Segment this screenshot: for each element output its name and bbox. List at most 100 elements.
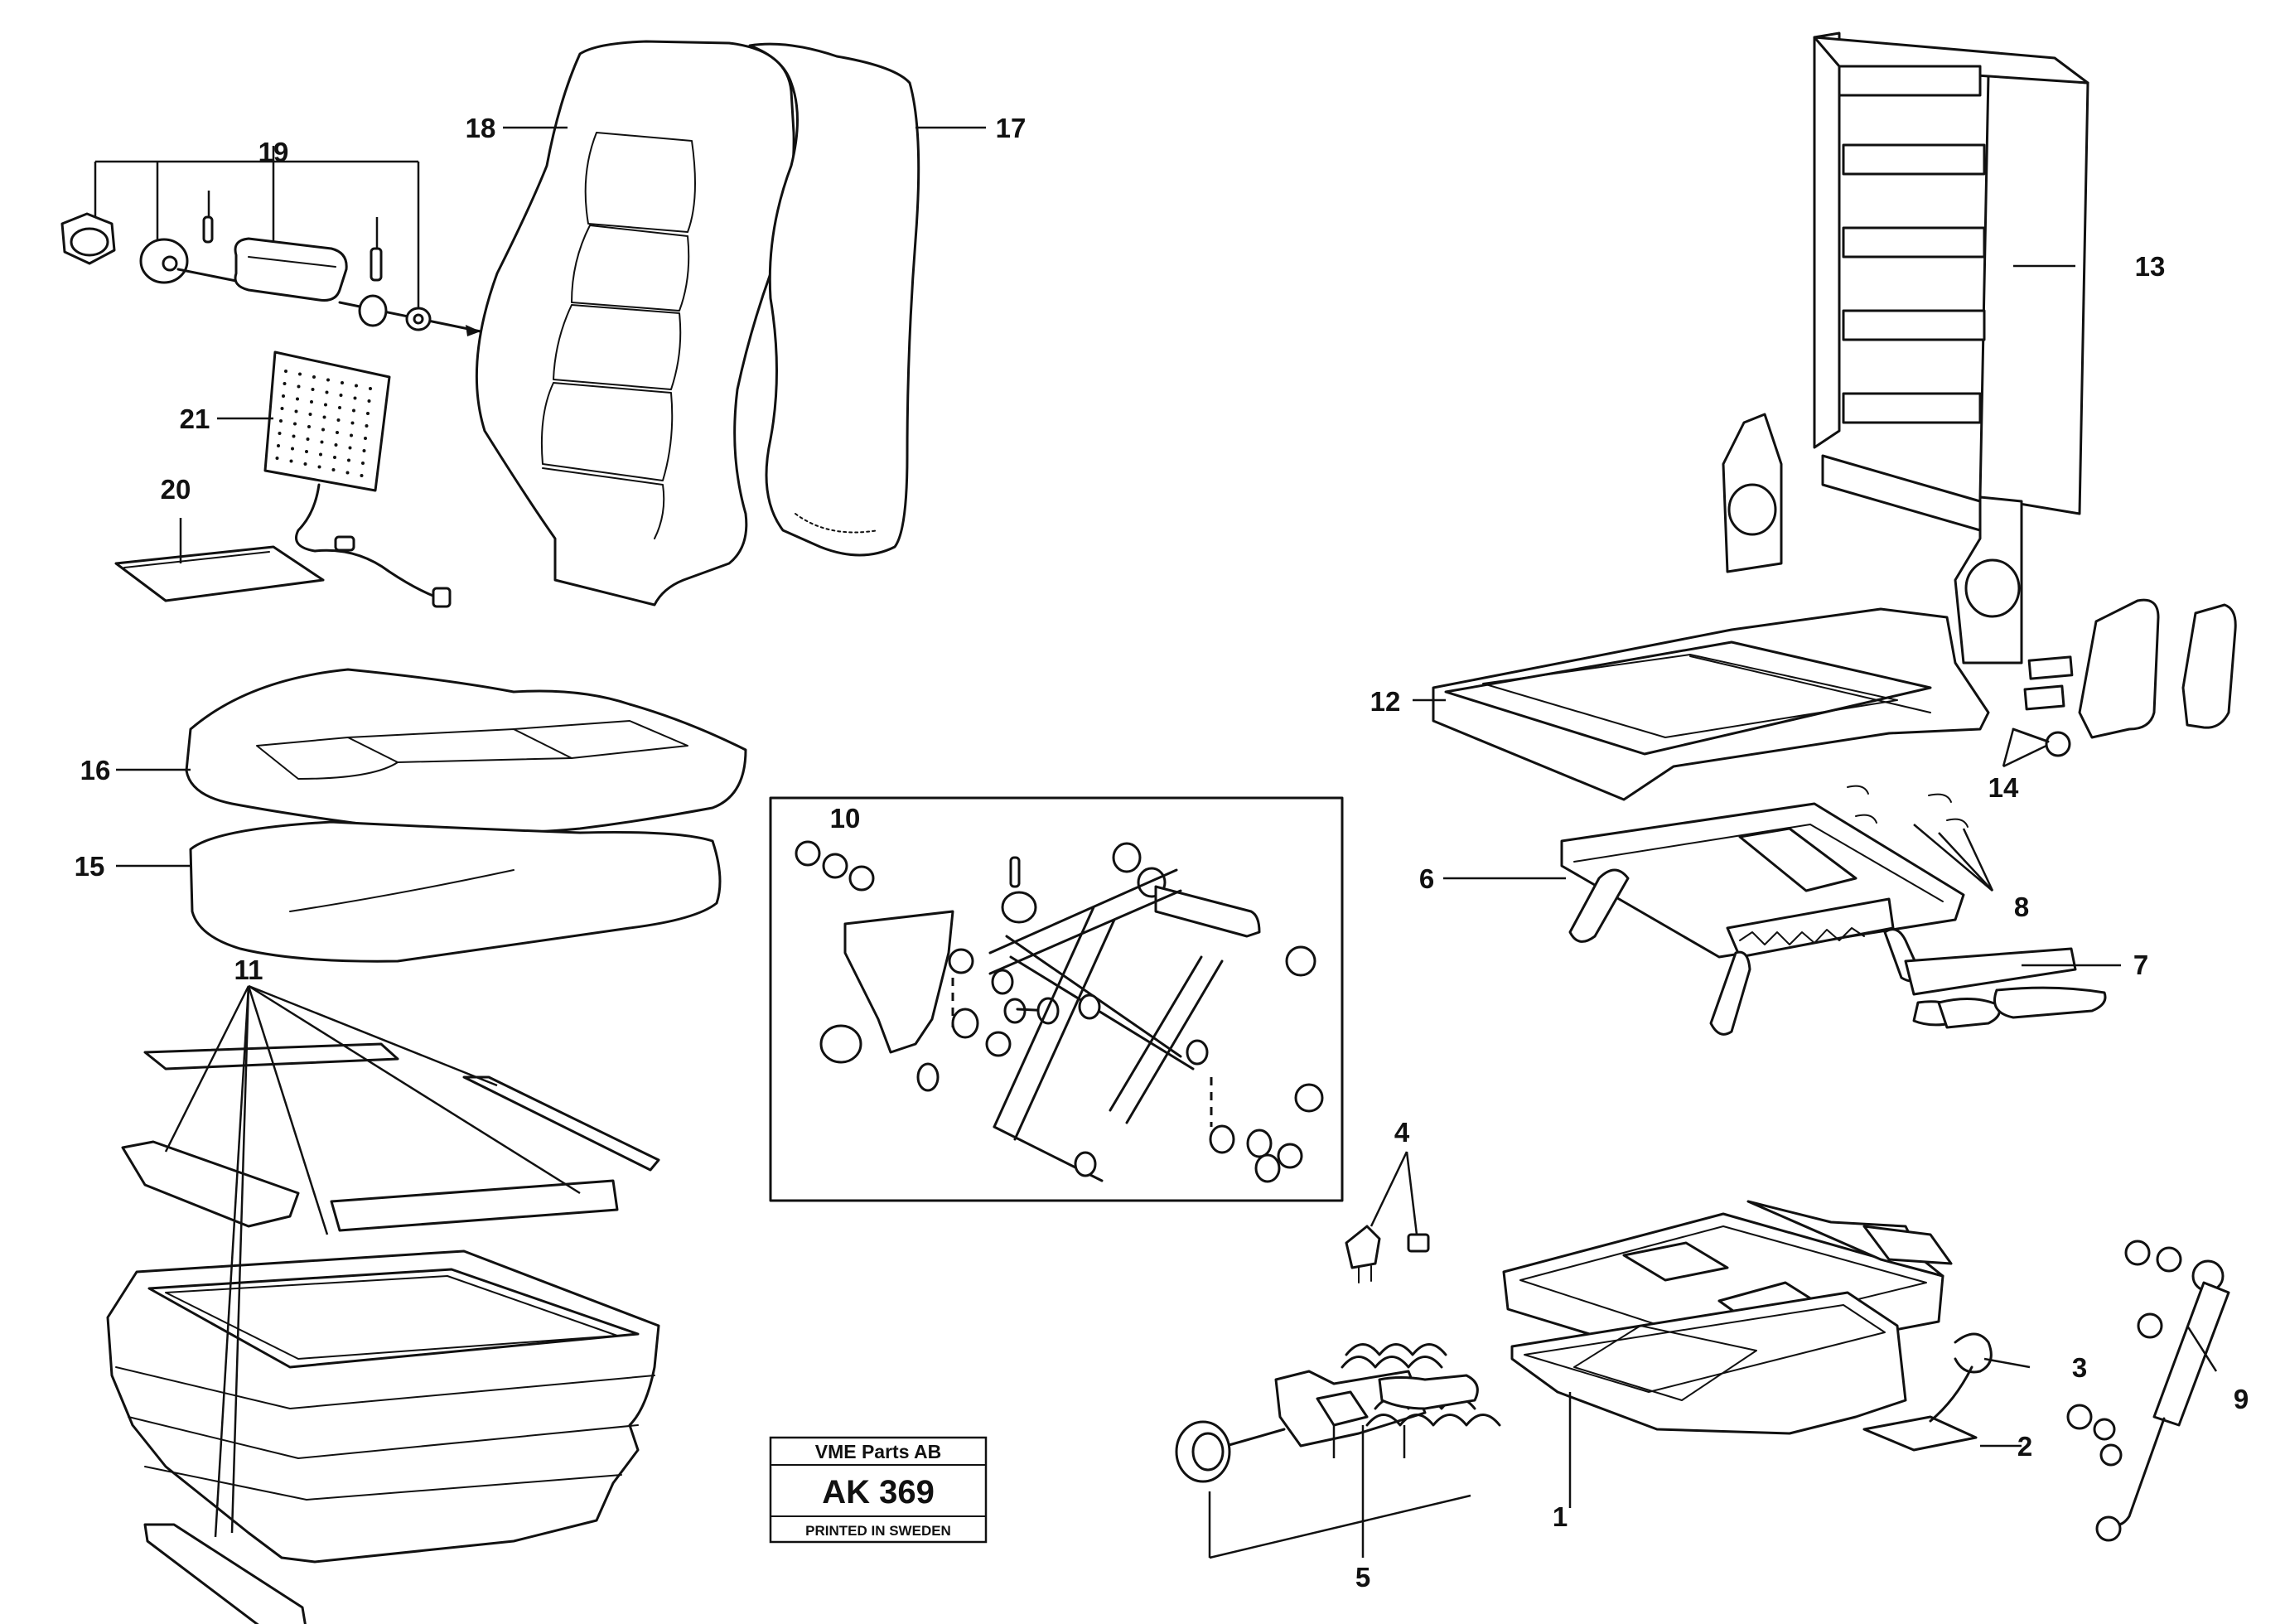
pad-dot — [282, 394, 285, 398]
callout-12: 12 — [1370, 686, 1401, 717]
backrest-cushion-17 — [748, 42, 920, 557]
pad-dot — [291, 447, 294, 451]
pad-dot — [294, 409, 298, 413]
pad-dot — [364, 437, 367, 440]
pad-dot — [306, 437, 310, 441]
pad-dot — [345, 471, 350, 475]
pad-dot — [355, 384, 358, 388]
pad-dot — [365, 424, 369, 428]
pad-dot — [325, 390, 329, 394]
armrest-hardware-19 — [60, 146, 482, 336]
pad-dot — [333, 456, 336, 459]
callout-15: 15 — [75, 851, 105, 882]
heating-element-20 — [114, 545, 325, 602]
callout-8: 8 — [2014, 892, 2029, 922]
callout-18: 18 — [466, 113, 496, 143]
pad-dot — [336, 431, 339, 434]
pad-dot — [326, 378, 330, 382]
callout-4: 4 — [1394, 1117, 1410, 1148]
pad-dot — [317, 465, 321, 469]
parts-stamp: VME Parts AB AK 369 PRINTED IN SWEDEN — [769, 1436, 988, 1544]
callout-16: 16 — [80, 755, 111, 785]
callout-3: 3 — [2072, 1352, 2087, 1383]
callout-21: 21 — [180, 404, 210, 434]
pad-dot — [283, 382, 287, 385]
pad-dot — [292, 434, 296, 438]
pad-dot — [311, 388, 315, 391]
pad-dot — [277, 444, 280, 447]
side-covers-14 — [2012, 598, 2237, 757]
callout-20: 20 — [161, 474, 191, 505]
heating-pad-21 — [263, 350, 452, 608]
pad-dot — [334, 443, 338, 447]
pad-dot — [321, 428, 325, 432]
slide-mechanism-6-7-8 — [1560, 785, 2107, 1036]
callout-labels: 1 2 3 4 5 6 7 8 9 10 11 12 13 14 15 16 1… — [75, 113, 2249, 1593]
pad-dot — [303, 462, 307, 466]
callout-2: 2 — [2017, 1431, 2032, 1462]
pad-dot — [284, 370, 287, 373]
pad-dot — [350, 433, 353, 437]
pad-dot — [336, 418, 341, 422]
shock-absorber-9 — [2066, 1240, 2230, 1542]
pad-dot — [348, 446, 352, 450]
seat-frame-12 — [1432, 607, 1990, 801]
callout-6: 6 — [1419, 863, 1434, 894]
callout-17: 17 — [996, 113, 1027, 143]
scissor-detail-10 — [769, 796, 1344, 1202]
bellows-assembly-11 — [106, 1042, 660, 1624]
callout-14: 14 — [1988, 772, 2019, 803]
callout-9: 9 — [2234, 1384, 2249, 1414]
pad-dot — [319, 452, 322, 457]
pad-dot — [296, 397, 299, 401]
stamp-printed: PRINTED IN SWEDEN — [805, 1523, 951, 1539]
pad-dot — [353, 396, 357, 400]
callout-5: 5 — [1355, 1562, 1370, 1593]
backrest-cushion-18 — [475, 40, 795, 607]
pad-dot — [279, 419, 283, 423]
pad-dot — [369, 387, 372, 390]
stamp-code: AK 369 — [822, 1474, 935, 1510]
pad-dot — [275, 457, 279, 460]
fittings-4 — [1345, 1225, 1430, 1283]
pad-dot — [280, 407, 284, 410]
pad-dot — [293, 422, 297, 426]
pad-dot — [324, 403, 327, 407]
callout-13: 13 — [2135, 251, 2166, 282]
callout-19: 19 — [258, 137, 289, 167]
pad-dot — [307, 425, 311, 428]
pad-dot — [367, 399, 371, 403]
callout-10: 10 — [830, 803, 861, 834]
pad-dot — [308, 413, 312, 416]
pad-dot — [360, 474, 364, 477]
callout-1: 1 — [1553, 1501, 1568, 1532]
pad-dot — [366, 412, 370, 415]
pad-dot — [297, 384, 301, 389]
pad-dot — [305, 450, 308, 453]
pad-dot — [347, 458, 350, 462]
pad-dot — [361, 462, 365, 465]
pad-dot — [312, 375, 316, 379]
stamp-company: VME Parts AB — [815, 1441, 942, 1462]
backrest-frame-13 — [1722, 31, 2089, 665]
callout-7: 7 — [2133, 950, 2148, 980]
seat-base-15 — [189, 820, 722, 963]
suspension-base-1 — [1502, 1200, 1993, 1452]
pad-dot — [278, 432, 282, 435]
pad-dot — [338, 406, 341, 409]
pad-dot — [339, 394, 343, 397]
pad-dot — [322, 415, 326, 419]
callout-11: 11 — [234, 955, 263, 985]
adjuster-assembly-5 — [1175, 1343, 1501, 1559]
callout-leaders — [116, 126, 2218, 1558]
pad-dot — [341, 381, 344, 384]
pad-dot — [289, 459, 293, 463]
pad-dot — [350, 421, 355, 425]
pad-dot — [352, 408, 355, 413]
pad-dot — [298, 372, 302, 376]
pad-dot — [320, 440, 324, 444]
pad-dot — [362, 449, 366, 452]
pad-dot — [331, 468, 336, 471]
pad-dot — [310, 400, 313, 404]
